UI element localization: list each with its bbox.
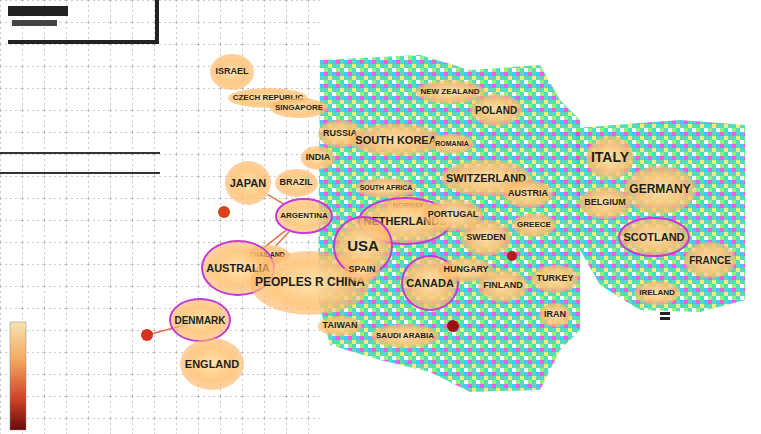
country-label: IRAN <box>544 310 566 320</box>
country-node: BELGIUM <box>579 187 631 219</box>
country-label: ROMANIA <box>435 140 468 148</box>
country-label: TAIWAN <box>323 321 358 331</box>
country-label: JAPAN <box>230 177 266 189</box>
country-label: INDIA <box>306 153 331 163</box>
country-label: FRANCE <box>689 255 731 266</box>
country-node: ITALY <box>586 136 634 180</box>
country-node: TURKEY <box>531 265 578 293</box>
country-node: FINLAND <box>478 270 528 302</box>
country-node: SCOTLAND <box>618 217 689 257</box>
country-node: AUSTRIA <box>503 180 553 208</box>
country-label: BRAZIL <box>280 178 313 188</box>
country-node: SOUTH AFRICA <box>355 178 418 198</box>
co-occurrence-link <box>268 195 283 204</box>
country-label: ENGLAND <box>185 358 239 370</box>
country-node: ARGENTINA <box>275 198 333 234</box>
country-label: FINLAND <box>483 281 523 291</box>
country-node: SWEDEN <box>461 220 511 256</box>
country-node: JAPAN <box>225 161 271 205</box>
country-label: AUSTRIA <box>508 189 548 199</box>
co-occurrence-link <box>276 231 290 245</box>
country-node: SAUDI ARABIA <box>371 324 439 348</box>
country-node: TAIWAN <box>318 316 363 336</box>
country-node: GERMANY <box>624 166 695 214</box>
country-node: FRANCE <box>684 242 736 278</box>
country-node: SOUTH KOREA <box>350 124 441 156</box>
country-node: IRELAND <box>634 281 680 305</box>
country-label: SCOTLAND <box>623 231 684 243</box>
country-node: ROMANIA <box>430 134 473 154</box>
country-node: SPAIN <box>344 258 381 282</box>
country-label: HUNGARY <box>443 265 488 275</box>
country-label: POLAND <box>475 105 517 116</box>
country-label: SOUTH KOREA <box>355 134 436 146</box>
country-node: IRAN <box>539 303 571 327</box>
country-label: BELGIUM <box>584 198 626 208</box>
country-label: PORTUGAL <box>428 210 479 220</box>
country-label: SOUTH AFRICA <box>360 184 413 192</box>
link-line <box>276 231 290 245</box>
country-label: IRELAND <box>639 289 675 298</box>
country-node: ISRAEL <box>210 54 253 90</box>
country-node: POLAND <box>470 94 522 126</box>
country-node: DENMARK <box>169 298 230 342</box>
country-label: USA <box>347 238 379 255</box>
link-line <box>268 195 283 204</box>
country-label: ARGENTINA <box>280 212 328 221</box>
country-label: ISRAEL <box>215 67 248 77</box>
country-label: NEW ZEALAND <box>420 88 479 97</box>
country-node: ENGLAND <box>180 338 244 390</box>
country-label: SWEDEN <box>466 233 506 243</box>
country-label: GREECE <box>517 221 551 230</box>
country-node: SINGAPORE <box>270 98 328 118</box>
country-node: BRAZIL <box>275 169 318 197</box>
country-node: GREECE <box>512 213 556 237</box>
country-label: GERMANY <box>629 183 690 196</box>
country-label: SINGAPORE <box>275 104 323 113</box>
country-label: SAUDI ARABIA <box>376 332 434 341</box>
country-label: ITALY <box>591 150 629 165</box>
country-label: TURKEY <box>536 274 573 284</box>
country-label: DENMARK <box>174 315 225 326</box>
country-label: SPAIN <box>349 265 376 275</box>
country-node: INDIA <box>301 146 336 170</box>
